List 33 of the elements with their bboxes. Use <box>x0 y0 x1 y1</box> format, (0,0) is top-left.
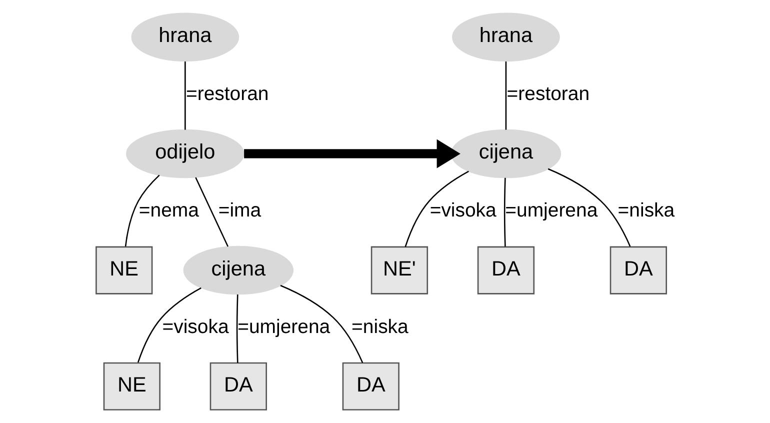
connector <box>184 61 186 130</box>
node-box: DA <box>342 362 399 410</box>
node-box: DA <box>609 246 667 294</box>
connector <box>547 168 630 247</box>
connector <box>503 178 506 247</box>
connector <box>194 177 228 247</box>
edge-label: =restoran <box>185 82 268 105</box>
node-box: DA <box>476 246 534 294</box>
node-ellipse: odijelo <box>126 129 244 178</box>
connector <box>504 61 506 130</box>
edge-label: =visoka <box>162 316 228 338</box>
edge-label: =niska <box>351 316 408 338</box>
connector <box>136 287 201 363</box>
edge-label: =umjerena <box>237 316 330 338</box>
connector <box>124 174 160 246</box>
connector <box>404 170 468 248</box>
edge-label: =niska <box>617 200 674 222</box>
edge-label: =visoka <box>429 200 496 222</box>
node-ellipse: hrana <box>130 12 239 62</box>
node-box: NE <box>95 246 152 294</box>
arrow <box>244 139 460 168</box>
node-box: DA <box>209 362 266 410</box>
edge-label: =ima <box>218 200 261 222</box>
node-ellipse: cijena <box>450 129 561 178</box>
edge-label: =umjerena <box>504 200 598 222</box>
node-box: NE <box>102 362 160 410</box>
node-ellipse: hrana <box>452 12 560 62</box>
edge-label: =nema <box>138 200 198 222</box>
connector <box>236 294 238 363</box>
edge-label: =restoran <box>506 82 590 105</box>
connector <box>280 284 363 364</box>
node-box: NE' <box>370 246 428 294</box>
node-ellipse: cijena <box>182 246 294 295</box>
